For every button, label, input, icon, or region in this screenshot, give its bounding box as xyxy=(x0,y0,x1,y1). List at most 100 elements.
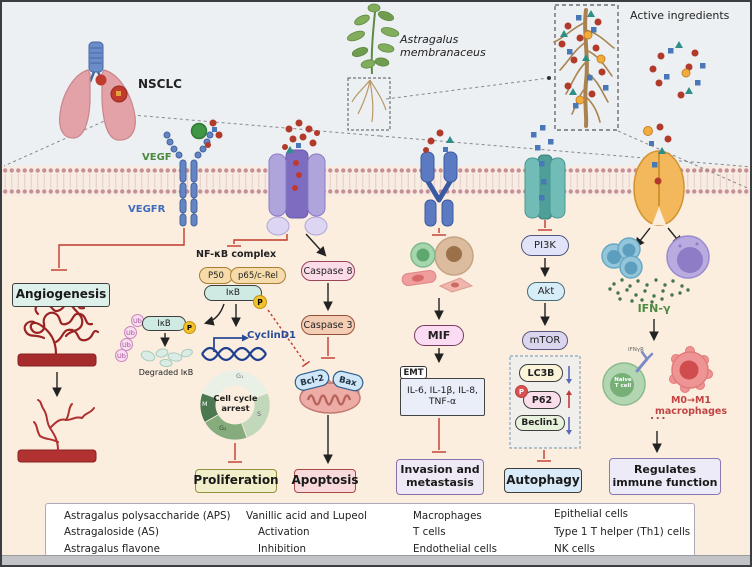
ifngr-label: IFNγR xyxy=(628,347,644,353)
m0-m1-line1: M0→M1 xyxy=(670,395,712,406)
vegf-ligand xyxy=(190,122,208,140)
teal-receptor-ligands xyxy=(531,125,554,151)
activation-arrows xyxy=(52,227,683,465)
phospho-badge: P xyxy=(253,295,267,309)
bcl2-pill: Bcl-2 xyxy=(294,369,330,391)
active-ingredients-label: Active ingredients xyxy=(630,9,730,22)
phase-g1-label: G₁ xyxy=(236,372,244,380)
nk-purple-cell xyxy=(666,235,710,279)
lc3b-pill: LC3B xyxy=(519,364,563,382)
phase-g2-label: G₂ xyxy=(219,424,227,432)
naive-t-line1: Naive xyxy=(614,377,632,383)
akt-pill: Akt xyxy=(527,282,565,301)
tumor-spot xyxy=(95,74,107,86)
ifngr-receptor xyxy=(635,357,649,373)
p62-pill: P62 xyxy=(523,391,561,409)
legend-flavone-label: Astragalus flavone xyxy=(64,543,160,555)
invasion-metastasis-box: Invasion and metastasis xyxy=(396,459,484,495)
degraded-ikb-label: Degraded IκB xyxy=(138,368,194,377)
cyclind1-label: CyclinD1 xyxy=(247,330,297,341)
angiogenesis-box: Angiogenesis xyxy=(12,283,110,307)
caspase8-pill: Caspase 8 xyxy=(301,261,355,281)
lungs-nsclc-icon xyxy=(59,41,136,141)
endothelial-cell xyxy=(401,269,437,287)
caspase3-pill: Caspase 3 xyxy=(301,315,355,335)
m1-macrophage-cell xyxy=(669,346,713,393)
legend-aps-label: Astragalus polysaccharide (APS) xyxy=(64,510,231,522)
root-active-ingredients xyxy=(553,4,619,131)
cytokines-line2: TNF-α xyxy=(428,396,457,407)
autophagy-box: Autophagy xyxy=(504,468,582,493)
cell-membrane xyxy=(2,166,750,196)
dense-vessels xyxy=(17,297,100,367)
astragalus-plant-icon xyxy=(347,3,400,131)
immune-line1: Regulates xyxy=(633,462,697,476)
purple-channel-receptor xyxy=(266,149,328,236)
immune-line2: immune function xyxy=(612,475,718,489)
nfkb-complex-label: NF-κB complex xyxy=(196,249,277,260)
cytokines-line1: IL-6, IL-1β, IL-8, xyxy=(407,385,478,397)
legend-epithelial-label: Epithelial cells xyxy=(554,508,629,520)
vegfr-ligand-cluster xyxy=(205,119,223,148)
phospho-badge: P xyxy=(515,385,528,398)
legend-macrophages-label: Macrophages xyxy=(413,510,482,522)
mtor-pill: mTOR xyxy=(522,331,568,350)
pi3k-pill: PI3K xyxy=(521,235,569,256)
invasion-line1: Invasion and xyxy=(400,463,480,477)
plant-name-line1: Astragalus xyxy=(400,33,459,46)
m0-m1-label: M0→M1 macrophages xyxy=(652,395,730,418)
nsclc-label: NSCLC xyxy=(138,77,182,91)
nk-cell-cluster xyxy=(601,237,643,279)
regulates-immune-box: Regulates immune function xyxy=(609,458,721,495)
zoom-connector-lines xyxy=(3,77,750,190)
vegfr-label: VEGFR xyxy=(128,204,166,215)
mif-cell-cluster xyxy=(401,236,474,293)
active-ingredients-scatter xyxy=(649,41,706,99)
apoptosis-box: Apoptosis xyxy=(291,469,359,493)
p50-pill: P50 xyxy=(199,267,233,284)
ifn-gamma-label: IFN-γ xyxy=(637,302,671,315)
plant-name: Astragalus membranaceus xyxy=(400,33,486,59)
connector-dot xyxy=(547,76,551,80)
legend-vanillic-label: Vanillic acid and Lupeol xyxy=(246,510,367,522)
antibody-receptor-ligands xyxy=(423,129,454,153)
dna-cyclind1 xyxy=(201,334,267,362)
invasion-line2: metastasis xyxy=(406,476,474,489)
teal-channel-receptor xyxy=(524,154,566,220)
cell-cycle-arrest-label: Cell cycle arrest xyxy=(213,393,258,413)
proliferation-box: Proliferation xyxy=(193,469,279,493)
vegf-label: VEGF xyxy=(142,152,172,163)
legend-endothelial-label: Endothelial cells xyxy=(413,543,498,555)
phospho-badge: P xyxy=(183,321,196,334)
bax-label: Bax xyxy=(338,375,358,389)
antibody-receptor xyxy=(420,151,458,227)
beclin1-pill: Beclin1 xyxy=(515,415,565,431)
legend-inhibition-label: Inhibition xyxy=(258,543,307,555)
legend-th1-label: Type 1 T helper (Th1) cells xyxy=(554,526,691,538)
bottom-strip xyxy=(2,555,750,565)
ellipsis-label: ... xyxy=(650,409,668,422)
autophagy-trend-arrows xyxy=(566,366,572,435)
naive-t-line2: T cell xyxy=(614,383,632,390)
phase-s-label: S xyxy=(257,410,262,418)
orange-transporter-receptor xyxy=(633,150,685,226)
bax-pill: Bax xyxy=(332,370,364,392)
root-zoom-source-box xyxy=(347,77,391,131)
plant-name-line2: membranaceus xyxy=(400,45,486,59)
p65-crel-pill: p65/c-Rel xyxy=(230,267,286,284)
orange-receptor-ligands xyxy=(643,123,672,154)
ifn-gamma-dots xyxy=(608,278,690,304)
legend-nk-label: NK cells xyxy=(554,543,595,555)
naive-t-cell-label: Naive T cell xyxy=(608,377,638,390)
degraded-ikb-blobs xyxy=(140,348,193,368)
legend-as-label: Astragaloside (AS) xyxy=(64,526,159,538)
cytokines-box: IL-6, IL-1β, IL-8, TNF-α xyxy=(400,378,485,416)
inhibition-lines xyxy=(51,220,552,463)
ikb-pill: IκB xyxy=(204,285,262,301)
vegfr-receptor xyxy=(163,131,214,227)
legend-activation-label: Activation xyxy=(258,526,310,538)
ikb-ubiquitinated-pill: IκB xyxy=(142,316,186,331)
legend-tcells-label: T cells xyxy=(413,526,446,538)
